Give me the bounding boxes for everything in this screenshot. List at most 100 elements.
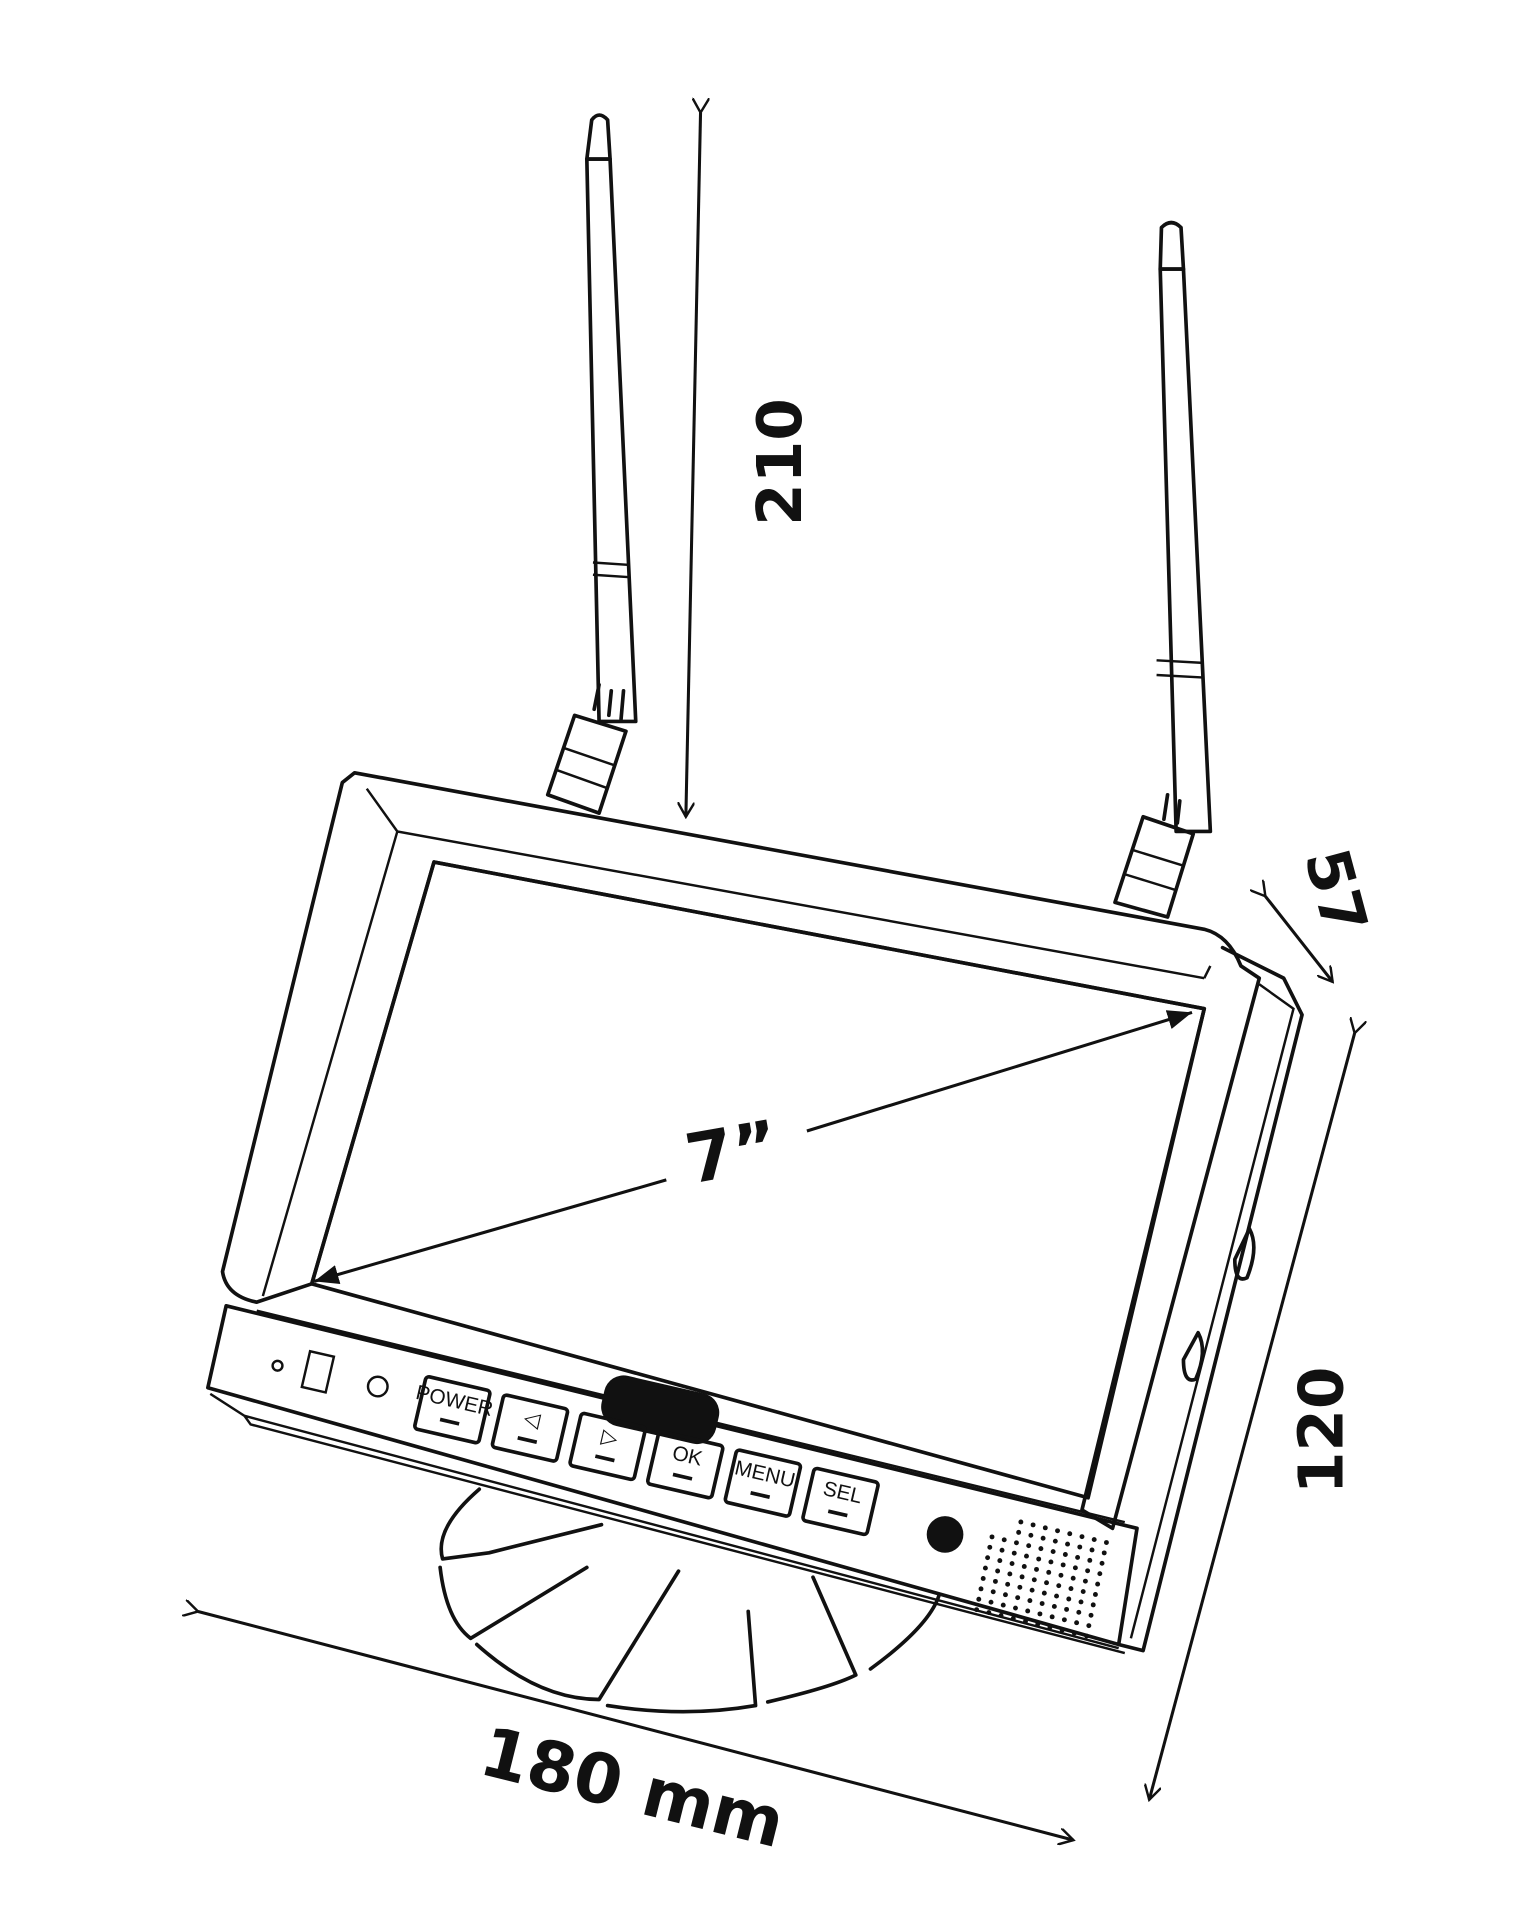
speaker-hole: [995, 1568, 1001, 1574]
speaker-hole: [1013, 1605, 1018, 1611]
speaker-hole: [1018, 1519, 1024, 1525]
speaker-hole: [1029, 1587, 1035, 1593]
right-button[interactable]: ▷: [568, 1411, 647, 1482]
speaker-hole: [1075, 1554, 1081, 1560]
sel-button[interactable]: SEL: [801, 1466, 880, 1537]
camera-bar: [601, 1375, 720, 1445]
height-label: 210: [745, 398, 816, 526]
speaker-hole: [1055, 1528, 1060, 1534]
speaker-hole: [1048, 1559, 1054, 1565]
speaker-hole: [1035, 1621, 1041, 1627]
speaker-hole: [1066, 1596, 1072, 1602]
speaker-hole: [1078, 1599, 1084, 1605]
speaker-hole: [1051, 1604, 1057, 1609]
sel-button-label: SEL: [821, 1477, 864, 1508]
speaker-grille: [974, 1519, 1109, 1639]
speaker-hole: [1077, 1544, 1083, 1550]
speaker-hole: [987, 1544, 993, 1550]
left-button-label: ◁: [522, 1406, 544, 1432]
indicator-led: [271, 1359, 284, 1372]
ok-button[interactable]: OK: [645, 1430, 725, 1500]
dimension-screen-height: 120: [1149, 1033, 1357, 1800]
speaker-hole: [1059, 1627, 1065, 1633]
speaker-hole: [1068, 1586, 1074, 1592]
speaker-hole: [1049, 1614, 1055, 1620]
speaker-hole: [1000, 1602, 1006, 1608]
speaker-hole: [1001, 1537, 1007, 1543]
speaker-hole: [1065, 1541, 1071, 1547]
speaker-hole: [985, 1555, 991, 1561]
dimension-depth: 57: [1265, 841, 1381, 981]
speaker-hole: [999, 1547, 1005, 1553]
speaker-hole: [1015, 1595, 1021, 1601]
speaker-hole: [974, 1607, 980, 1613]
speaker-hole: [1034, 1566, 1039, 1572]
speaker-hole: [1011, 1550, 1017, 1556]
speaker-hole: [1085, 1568, 1091, 1574]
speaker-hole: [1071, 1630, 1077, 1636]
speaker-hole: [1054, 1593, 1059, 1599]
right-button-label: ▷: [599, 1425, 621, 1451]
speaker-hole: [1037, 1611, 1043, 1617]
menu-button[interactable]: MENU: [723, 1448, 803, 1518]
speaker-hole: [989, 1534, 995, 1540]
speaker-hole: [1007, 1571, 1013, 1577]
speaker-hole: [992, 1578, 998, 1584]
speaker-hole: [1047, 1624, 1053, 1630]
screen: [309, 860, 1207, 1500]
antenna-right: [1113, 220, 1213, 919]
speaker-hole: [1050, 1549, 1056, 1555]
speaker-hole: [1087, 1557, 1093, 1563]
speaker-hole: [1052, 1538, 1058, 1544]
speaker-hole: [988, 1599, 994, 1605]
speaker-hole: [1030, 1522, 1036, 1528]
screen-height-label: 120: [1286, 1367, 1357, 1495]
speaker-hole: [1070, 1575, 1076, 1581]
speaker-hole: [1079, 1534, 1085, 1540]
speaker-hole: [986, 1610, 992, 1616]
speaker-hole: [1014, 1540, 1019, 1546]
speaker-hole: [1003, 1592, 1008, 1598]
speaker-hole: [1046, 1569, 1052, 1575]
speaker-hole: [1016, 1529, 1022, 1535]
speaker-hole: [982, 1565, 988, 1571]
mic-icon: [926, 1516, 964, 1553]
speaker-hole: [997, 1558, 1003, 1564]
speaker-hole: [1076, 1609, 1082, 1615]
speaker-hole: [1023, 1618, 1028, 1624]
speaker-hole: [976, 1596, 982, 1602]
depth-label: 57: [1290, 841, 1381, 942]
speaker-hole: [1026, 1543, 1032, 1549]
dimension-height: 210: [686, 113, 816, 817]
speaker-hole: [1031, 1577, 1037, 1583]
speaker-hole: [1090, 1602, 1096, 1608]
dimension-diagonal: 7”: [313, 1010, 1193, 1285]
speaker-hole: [1080, 1589, 1086, 1594]
speaker-hole: [1103, 1540, 1109, 1545]
speaker-hole: [1089, 1547, 1095, 1553]
speaker-hole: [1019, 1574, 1025, 1580]
speaker-hole: [1056, 1583, 1062, 1589]
antenna-left: [545, 113, 638, 815]
speaker-hole: [1017, 1584, 1023, 1590]
speaker-hole: [1062, 1552, 1068, 1557]
speaker-hole: [1097, 1571, 1103, 1577]
power-button[interactable]: POWER: [408, 1375, 497, 1445]
speaker-hole: [998, 1613, 1004, 1618]
speaker-hole: [1088, 1612, 1094, 1618]
speaker-hole: [1067, 1531, 1073, 1537]
speaker-hole: [1061, 1617, 1067, 1623]
speaker-hole: [1072, 1565, 1078, 1571]
speaker-hole: [1036, 1556, 1042, 1562]
speaker-hole: [990, 1589, 996, 1595]
speaker-hole: [1095, 1581, 1101, 1587]
speaker-hole: [1044, 1580, 1049, 1586]
left-button[interactable]: ◁: [490, 1393, 570, 1463]
speaker-hole: [1091, 1537, 1097, 1543]
speaker-hole: [1005, 1581, 1011, 1587]
speaker-hole: [978, 1586, 984, 1592]
speaker-hole: [1064, 1606, 1070, 1612]
ir-sensor: [300, 1349, 336, 1394]
